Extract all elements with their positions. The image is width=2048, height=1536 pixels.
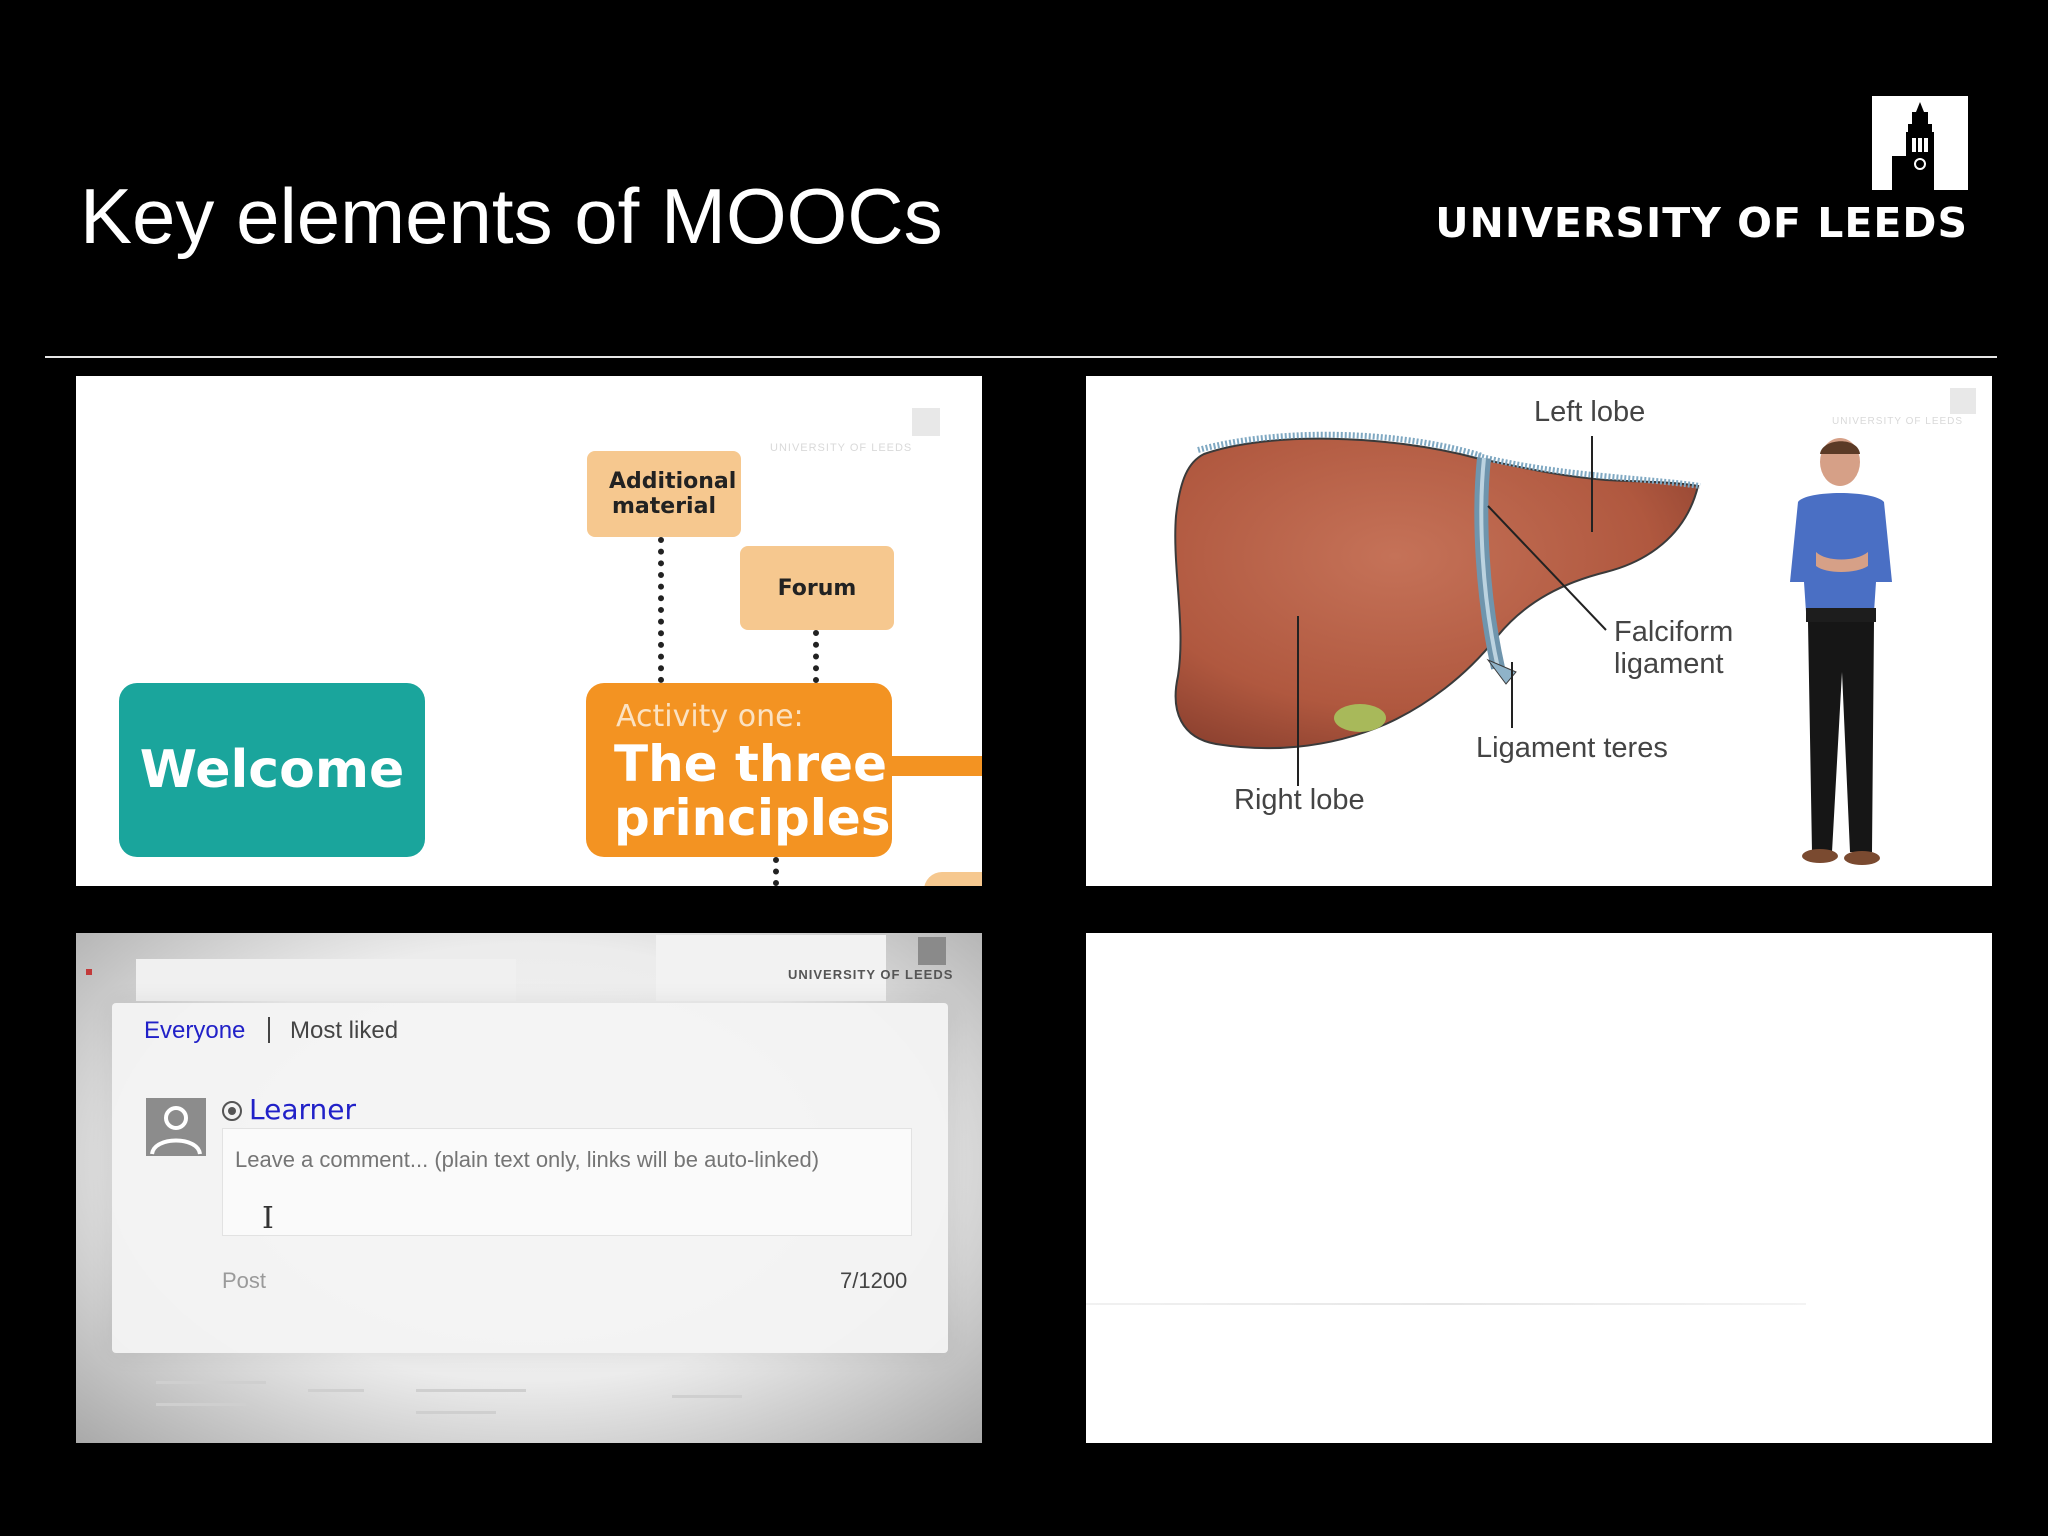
welcome-label: Welcome <box>139 740 405 800</box>
watermark-text: UNIVERSITY OF LEEDS <box>770 442 913 454</box>
background-snippet <box>156 1381 266 1384</box>
course-map-screenshot: UNIVERSITY OF LEEDS Additional material … <box>76 376 982 886</box>
university-logo: UNIVERSITY OF LEEDS <box>1408 96 1968 256</box>
watermark-text: UNIVERSITY OF LEEDS <box>788 967 954 982</box>
label-ligament-teres: Ligament teres <box>1476 732 1668 764</box>
label-falciform-line2: ligament <box>1614 648 1724 680</box>
watermark-logo-icon <box>912 408 940 436</box>
background-snippet <box>156 1403 246 1406</box>
anatomy-video-screenshot: UNIVERSITY OF LEEDS Left lobe Falciform … <box>1086 376 1992 886</box>
background-snippet-accent <box>86 969 92 975</box>
additional-material-label: Additional material <box>609 469 737 519</box>
additional-material-box: Additional material <box>587 451 741 537</box>
connector-right <box>892 756 982 776</box>
forum-label: Forum <box>777 575 857 601</box>
label-right-lobe: Right lobe <box>1234 784 1365 816</box>
activity-title-line1: The three <box>614 735 887 793</box>
activity-one-box: Activity one: The three principles <box>586 683 892 857</box>
label-left-lobe: Left lobe <box>1534 396 1646 428</box>
character-counter: 7/1200 <box>840 1268 908 1293</box>
next-box-edge <box>924 872 982 886</box>
forum-box: Forum <box>740 546 894 630</box>
tower-icon <box>1872 96 1968 190</box>
faint-line <box>1086 1303 1806 1305</box>
watermark-text: UNIVERSITY OF LEEDS <box>1832 416 1964 427</box>
user-silhouette-icon <box>150 1106 202 1155</box>
avatar <box>146 1098 206 1156</box>
label-falciform: Falciform ligament <box>1614 616 1733 680</box>
background-snippet <box>136 959 516 1001</box>
logo-text: UNIVERSITY OF LEEDS <box>1435 199 1968 247</box>
connector-additional <box>658 537 664 683</box>
watermark-logo-icon <box>918 937 946 965</box>
background-snippet <box>672 1395 742 1398</box>
tab-most-liked[interactable]: Most liked <box>290 1017 399 1044</box>
radio-icon <box>222 1101 242 1121</box>
background-snippet <box>416 1389 526 1392</box>
divider-line <box>45 356 1997 358</box>
slide-title: Key elements of MOOCs <box>80 172 943 260</box>
activity-title-line2: principles <box>614 789 891 847</box>
comment-input[interactable] <box>222 1128 912 1236</box>
watermark-logo-icon <box>1950 388 1976 414</box>
activity-title: The three principles <box>614 737 891 845</box>
presenter-figure <box>1790 438 1892 865</box>
background-snippet <box>308 1389 364 1392</box>
label-falciform-line1: Falciform <box>1614 616 1734 648</box>
activity-subtitle: Activity one: <box>616 699 804 734</box>
blank-video-frame <box>1086 933 1992 1443</box>
tab-everyone[interactable]: Everyone <box>144 1017 246 1044</box>
connector-forum <box>813 630 819 683</box>
forum-comment-screenshot: UNIVERSITY OF LEEDS Everyone Most liked … <box>76 933 982 1443</box>
liver-illustration <box>1174 431 1701 786</box>
connector-down <box>773 857 779 886</box>
text-cursor-icon: I <box>262 1201 274 1236</box>
welcome-box: Welcome <box>119 683 425 857</box>
post-button[interactable]: Post <box>222 1268 267 1293</box>
background-snippet <box>656 935 886 1001</box>
tab-separator <box>268 1017 270 1043</box>
learner-name[interactable]: Learner <box>249 1093 356 1126</box>
background-snippet <box>416 1411 496 1414</box>
